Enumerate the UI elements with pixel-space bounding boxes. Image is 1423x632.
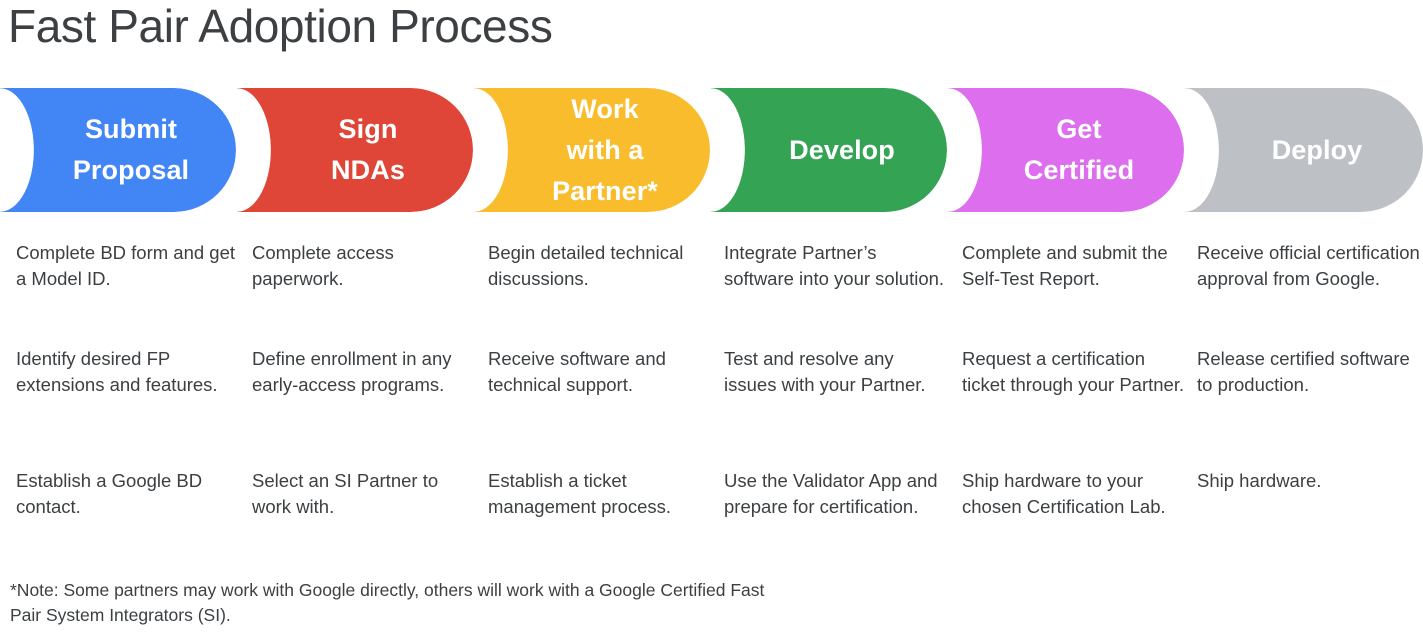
detail-item: Define enrollment in any early-access pr…	[252, 348, 452, 395]
detail-item: Establish a ticket management process.	[488, 470, 672, 517]
process-step-deploy[interactable]: Deploy	[1185, 88, 1423, 212]
detail-item: Request a certification ticket through y…	[962, 348, 1185, 395]
process-step-get-certified[interactable]: Get Certified	[948, 88, 1184, 212]
process-step-shape-develop	[711, 88, 947, 212]
detail-item: Begin detailed technical discussions.	[488, 242, 684, 289]
detail-item: Establish a Google BD contact.	[16, 470, 203, 517]
detail-item: Complete and submit the Self-Test Report…	[962, 242, 1168, 289]
process-detail-columns: Complete BD form and get a Model ID. Iden…	[0, 232, 1423, 562]
detail-item: Ship hardware.	[1197, 470, 1322, 491]
process-step-shape-deploy	[1185, 88, 1423, 212]
process-step-shape-work-with-a-partner	[474, 88, 710, 212]
detail-item: Identify desired FP extensions and featu…	[16, 348, 218, 395]
detail-item: Receive official certification approval …	[1197, 242, 1420, 289]
process-step-shape-submit-proposal	[0, 88, 236, 212]
detail-item: Complete access paperwork.	[252, 242, 394, 289]
process-step-work-with-a-partner[interactable]: Work with a Partner*	[474, 88, 710, 212]
process-step-develop[interactable]: Develop	[711, 88, 947, 212]
process-step-label-develop: Develop	[789, 134, 895, 165]
process-step-label-work-with-a-partner: Work with a Partner*	[552, 93, 658, 206]
process-step-label-get-certified: Get Certified	[1023, 114, 1135, 185]
footnote-text: *Note: Some partners may work with Googl…	[10, 580, 765, 625]
detail-item: Release certified software to production…	[1197, 348, 1410, 395]
detail-item: Complete BD form and get a Model ID.	[16, 242, 236, 289]
process-step-label-deploy: Deploy	[1271, 134, 1363, 165]
process-step-label-submit-proposal: Submit Proposal	[72, 114, 190, 185]
detail-item: Test and resolve any issues with your Pa…	[724, 348, 926, 395]
detail-item: Select an SI Partner to work with.	[252, 470, 439, 517]
process-step-shape-get-certified	[948, 88, 1184, 212]
process-step-submit-proposal[interactable]: Submit Proposal	[0, 88, 236, 212]
detail-item: Receive software and technical support.	[488, 348, 666, 395]
detail-item: Integrate Partner’s software into your s…	[724, 242, 945, 289]
detail-item: Use the Validator App and prepare for ce…	[724, 470, 938, 517]
detail-item: Ship hardware to your chosen Certificati…	[962, 470, 1166, 517]
process-chevron-band: Submit Proposal Sign NDAs Work with a Part…	[0, 88, 1423, 212]
process-step-shape-sign-ndas	[237, 88, 473, 212]
process-step-label-sign-ndas: Sign NDAs	[331, 114, 405, 185]
process-step-sign-ndas[interactable]: Sign NDAs	[237, 88, 473, 212]
page-title: Fast Pair Adoption Process	[8, 0, 553, 52]
